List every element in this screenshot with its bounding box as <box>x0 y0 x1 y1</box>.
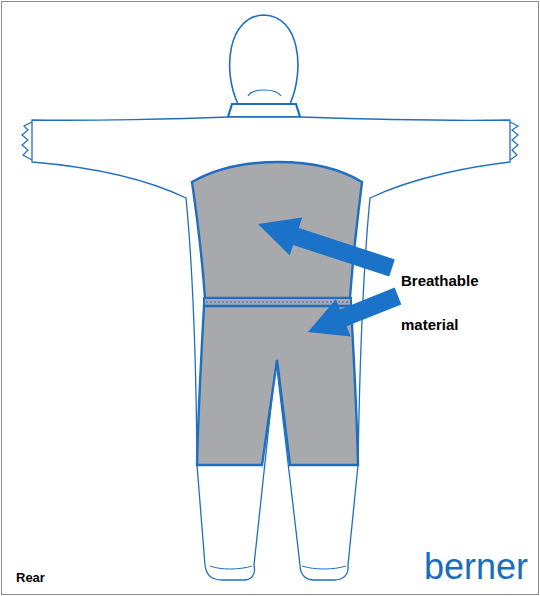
waist-stitching <box>206 302 349 303</box>
collar <box>228 104 300 117</box>
view-label: Rear <box>16 570 45 585</box>
hood-seam <box>248 90 281 96</box>
right-foot <box>302 566 346 569</box>
brand-logo: berner <box>424 546 528 588</box>
left-cuff <box>22 122 32 160</box>
hood <box>230 15 298 104</box>
callout-text: Breathable <box>401 272 479 289</box>
left-foot <box>210 566 252 569</box>
right-cuff <box>510 122 518 160</box>
callout-text: material <box>401 316 459 333</box>
upper-arrow <box>258 218 395 277</box>
lower-arrow <box>308 288 401 337</box>
coverall-outline <box>32 117 510 580</box>
